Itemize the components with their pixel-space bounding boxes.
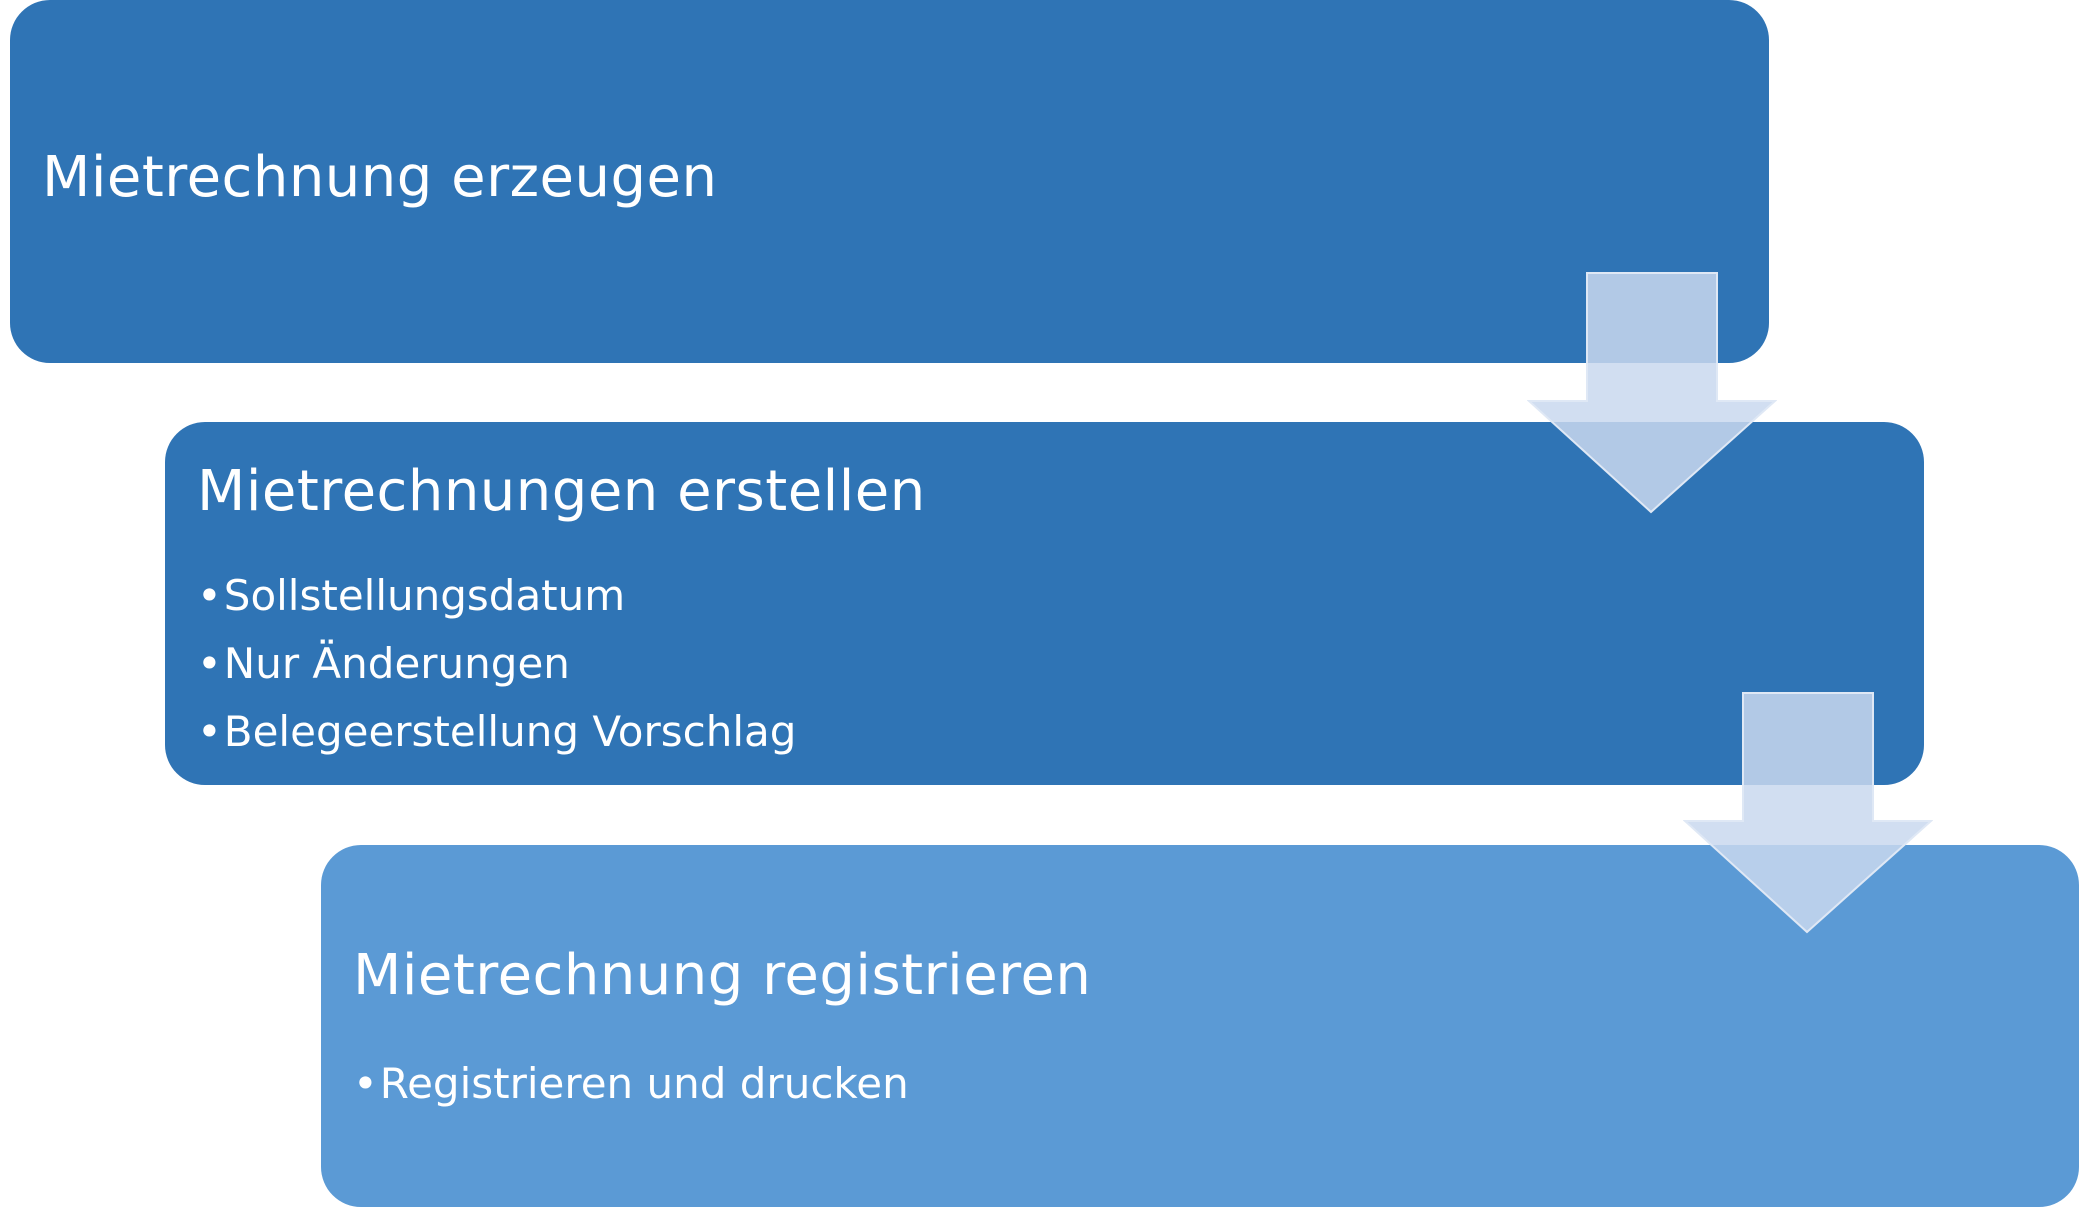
process-step-1: Mietrechnung erzeugen (10, 0, 1769, 363)
bullet-dot-icon: • (197, 707, 222, 756)
bullet-dot-icon: • (197, 571, 222, 620)
bullet-item: •Sollstellungsdatum (197, 562, 796, 630)
bullet-item: •Belegeerstellung Vorschlag (197, 698, 796, 766)
step-2-title: Mietrechnungen erstellen (197, 459, 926, 524)
step-1-title: Mietrechnung erzeugen (42, 145, 718, 210)
bullet-text: Nur Änderungen (223, 639, 570, 688)
bullet-text: Registrieren und drucken (379, 1059, 909, 1108)
down-arrow-icon (1527, 272, 1777, 514)
bullet-text: Sollstellungsdatum (223, 571, 626, 620)
bullet-text: Belegeerstellung Vorschlag (223, 707, 797, 756)
step-3-bullet-list: •Registrieren und drucken (353, 1050, 909, 1118)
step-3-title: Mietrechnung registrieren (353, 943, 1092, 1008)
step-2-bullet-list: •Sollstellungsdatum •Nur Änderungen •Bel… (197, 562, 796, 766)
bullet-dot-icon: • (197, 639, 222, 688)
down-arrow-icon (1683, 692, 1933, 934)
bullet-dot-icon: • (353, 1059, 378, 1108)
bullet-item: •Nur Änderungen (197, 630, 796, 698)
bullet-item: •Registrieren und drucken (353, 1050, 909, 1118)
